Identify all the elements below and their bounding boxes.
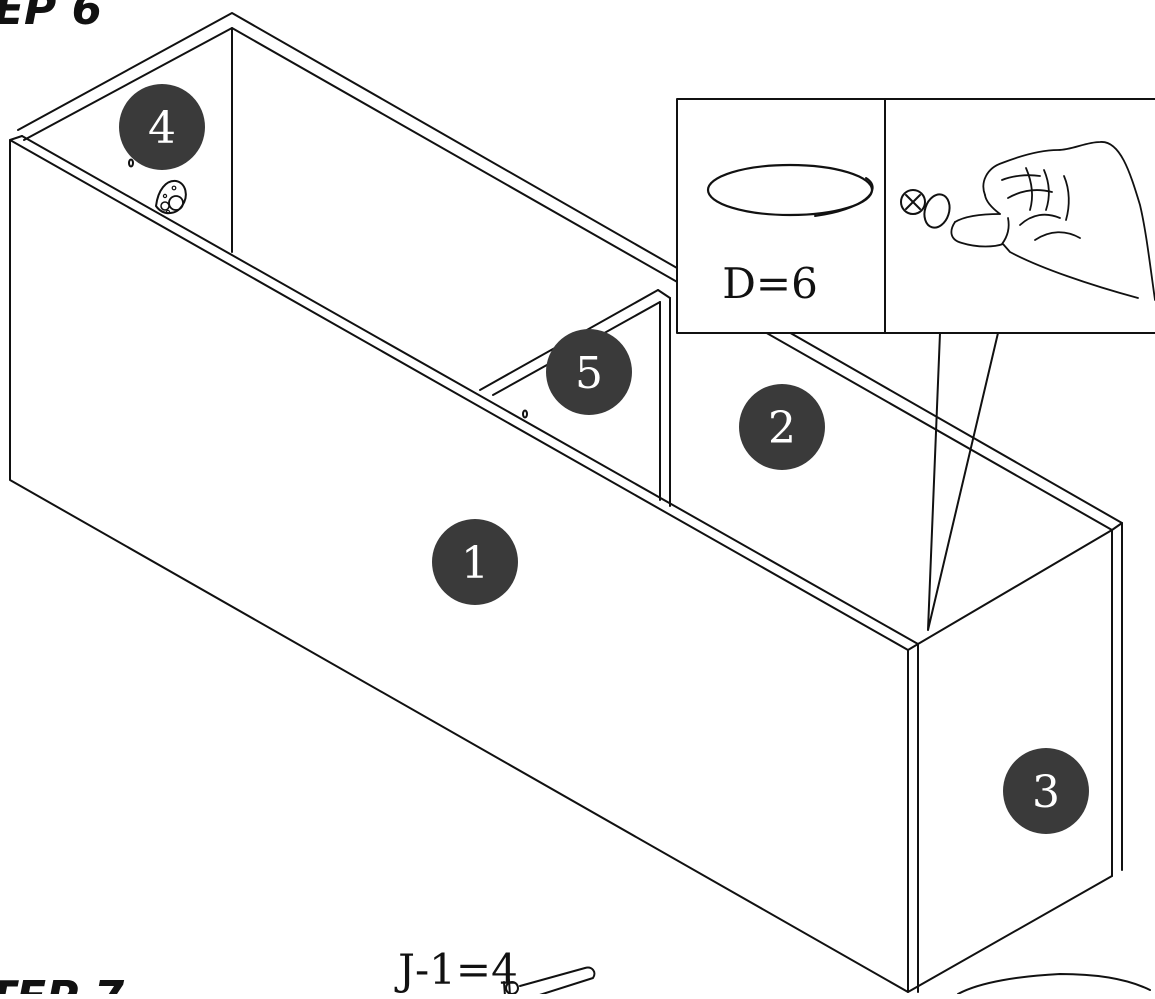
part-badge-4: 4: [119, 84, 205, 170]
part-number-5: 5: [575, 348, 603, 399]
part-number-1: 1: [461, 538, 489, 589]
detail-callout: [676, 98, 1155, 334]
dowel-hole-left: [128, 158, 134, 168]
next-step-part: [957, 973, 1151, 995]
part-badge-5: 5: [546, 329, 632, 415]
part-number-4: 4: [148, 103, 176, 154]
back-panel: [17, 12, 1123, 531]
part-badge-1: 1: [432, 519, 518, 605]
hand-icon: [950, 141, 1155, 301]
cover-cap-disc: [706, 163, 874, 217]
hardware-label: J-1=4: [394, 945, 518, 994]
callout-label: D=6: [722, 259, 818, 308]
step-7-title: TEP 7: [0, 972, 125, 994]
part-number-2: 2: [768, 403, 796, 454]
step-6-title: EP 6: [0, 0, 102, 35]
part-badge-3: 3: [1003, 748, 1089, 834]
cam-lock-icon: [155, 179, 187, 215]
side-panel: [907, 522, 1123, 993]
dowel-hole-middle: [522, 409, 528, 419]
cover-cap-icon: [923, 193, 951, 229]
part-number-3: 3: [1032, 767, 1060, 818]
part-badge-2: 2: [739, 384, 825, 470]
screw-head-icon: [900, 189, 926, 215]
callout-pointer: [927, 332, 999, 631]
